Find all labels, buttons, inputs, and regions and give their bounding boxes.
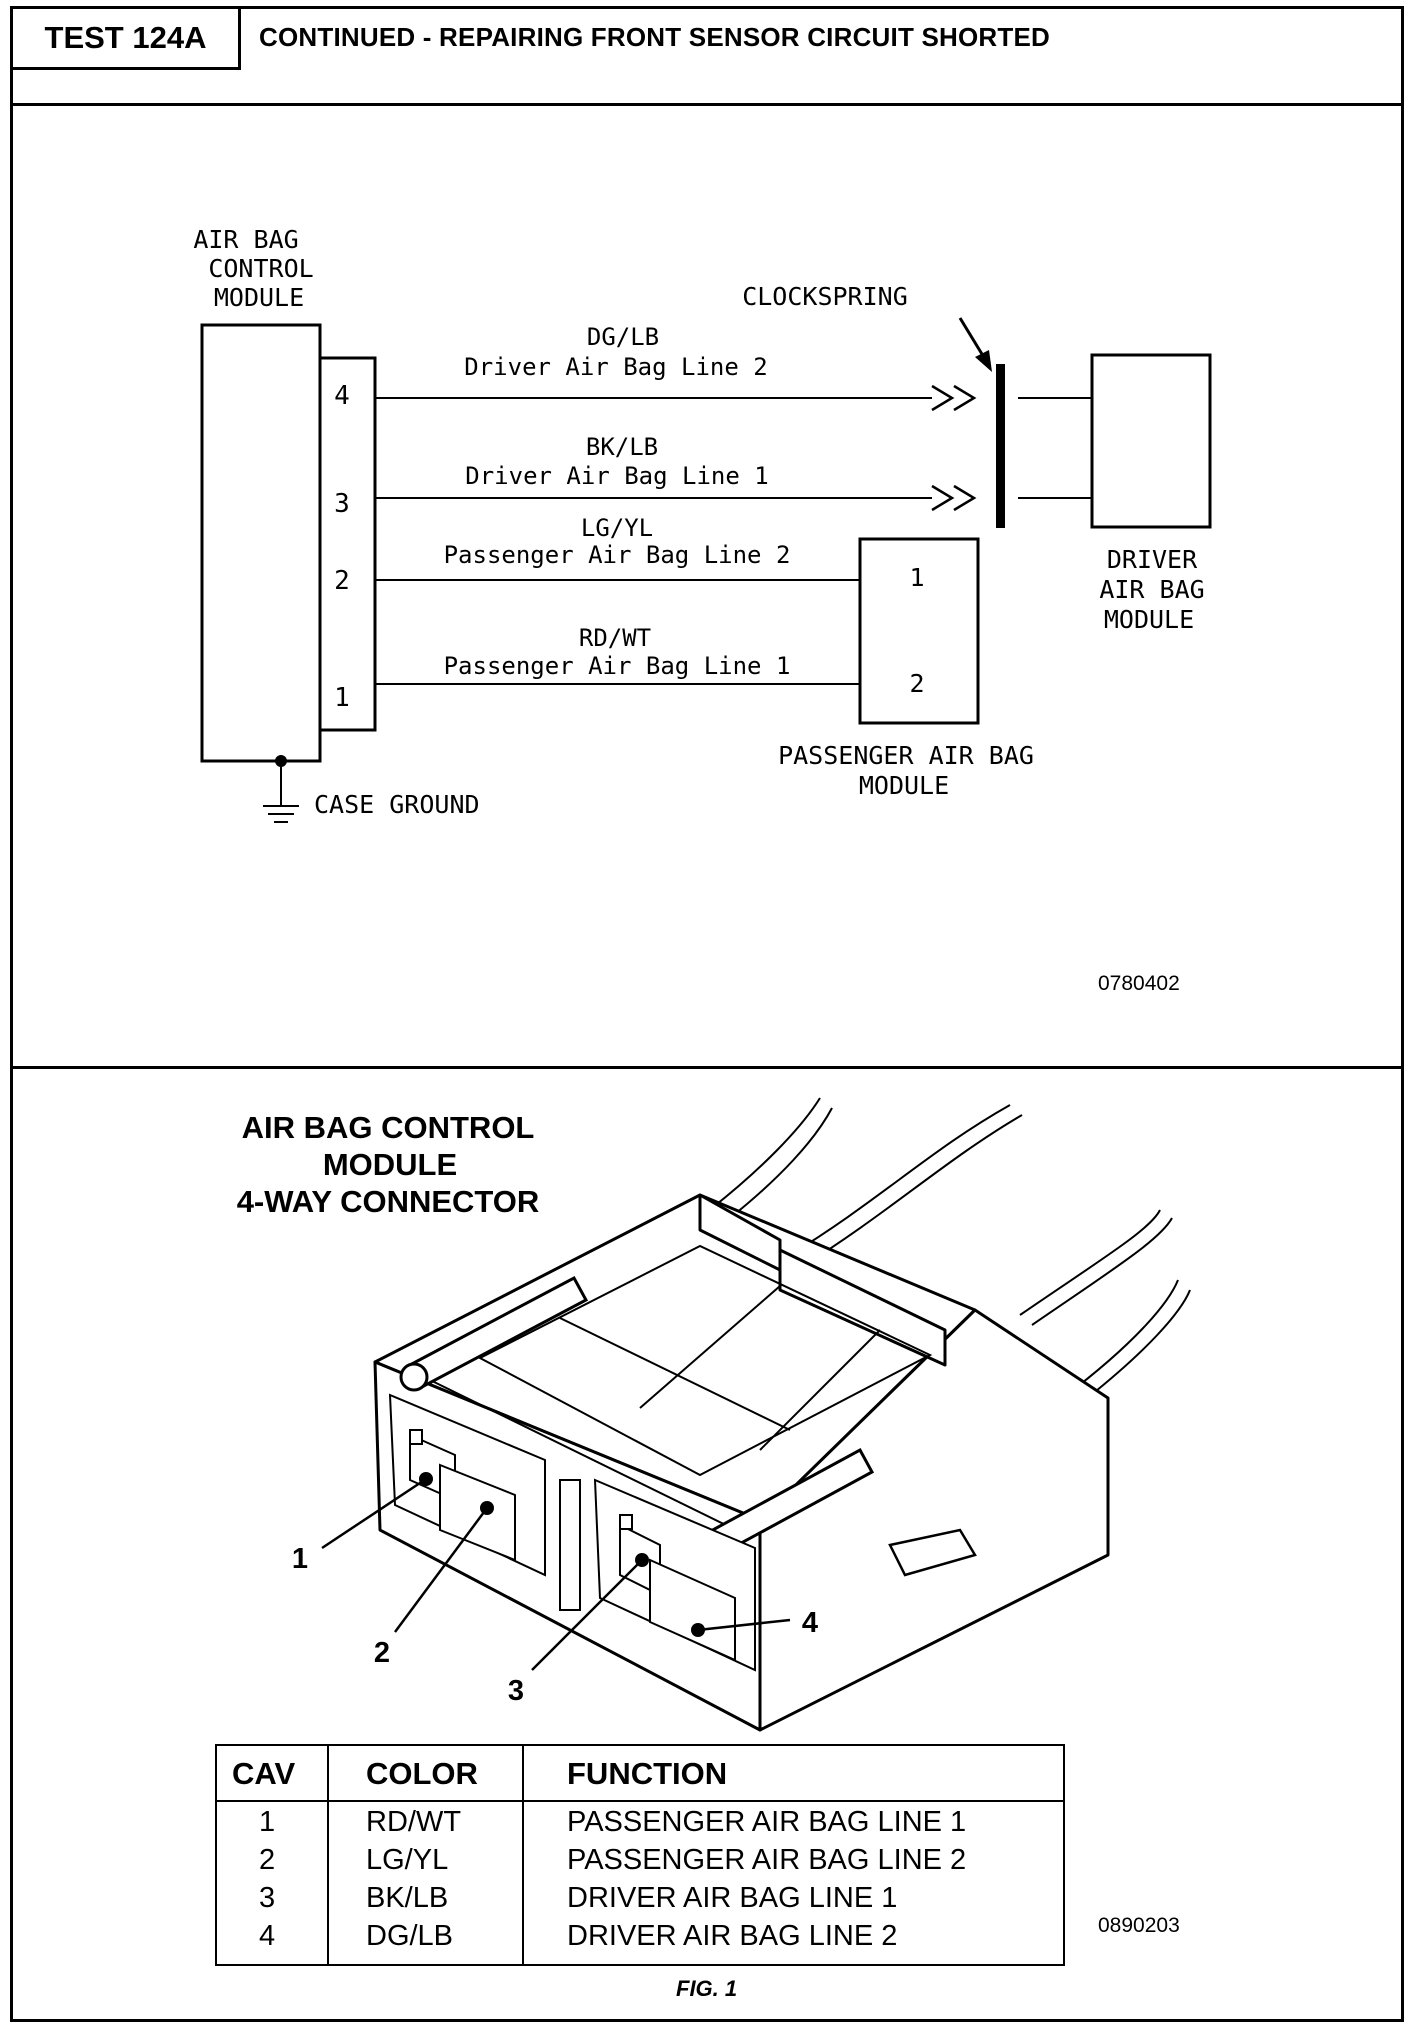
header-cav: CAV bbox=[232, 1756, 296, 1791]
test-id-box: TEST 124A bbox=[10, 6, 241, 70]
wire-color-label: LG/YL bbox=[581, 514, 653, 542]
row-color: RD/WT bbox=[366, 1806, 462, 1838]
driver-module-label-line: MODULE bbox=[1104, 605, 1194, 634]
wire-function-label: Passenger Air Bag Line 2 bbox=[444, 541, 791, 569]
figure-caption: FIG. 1 bbox=[676, 1976, 738, 2001]
driver-module-label-line: AIR BAG bbox=[1099, 575, 1204, 604]
ground-icon bbox=[263, 755, 299, 823]
callout-label: 1 bbox=[292, 1543, 308, 1575]
page-frame bbox=[10, 6, 1404, 2022]
driver-module-box bbox=[1090, 353, 1212, 529]
row-cav: 4 bbox=[259, 1920, 276, 1952]
callout-label: 2 bbox=[374, 1637, 390, 1669]
row-color: LG/YL bbox=[366, 1844, 449, 1876]
wire-color-label: RD/WT bbox=[579, 624, 651, 652]
callout-label: 4 bbox=[802, 1607, 818, 1639]
passenger-module-pin: 1 bbox=[909, 563, 924, 592]
arrow-icon bbox=[975, 350, 992, 372]
row-function: DRIVER AIR BAG LINE 2 bbox=[567, 1920, 898, 1952]
latch-tab bbox=[888, 1528, 977, 1577]
chevron-connector-icon bbox=[931, 384, 977, 512]
passenger-module-box bbox=[858, 537, 980, 725]
row-color: BK/LB bbox=[366, 1882, 449, 1914]
row-cav: 2 bbox=[259, 1844, 276, 1876]
control-module-connector bbox=[318, 356, 377, 732]
ground-label: CASE GROUND bbox=[314, 790, 480, 819]
module-pin-label: 1 bbox=[334, 683, 350, 713]
row-function: DRIVER AIR BAG LINE 1 bbox=[567, 1882, 898, 1914]
clockspring-bar bbox=[996, 364, 1005, 528]
connector-title-line: AIR BAG CONTROL bbox=[242, 1110, 535, 1145]
wire-function-label: Driver Air Bag Line 1 bbox=[465, 462, 768, 490]
header-color: COLOR bbox=[366, 1756, 478, 1791]
row-function: PASSENGER AIR BAG LINE 2 bbox=[567, 1844, 967, 1876]
center-slot bbox=[559, 1479, 581, 1611]
wire-color-label: DG/LB bbox=[587, 323, 659, 351]
wire-function-label: Passenger Air Bag Line 1 bbox=[444, 652, 791, 680]
row-function: PASSENGER AIR BAG LINE 1 bbox=[567, 1806, 967, 1838]
header-divider bbox=[10, 103, 1404, 106]
section-divider bbox=[10, 1066, 1404, 1069]
control-module-label-line: AIR BAG bbox=[193, 225, 298, 254]
header-function: FUNCTION bbox=[567, 1756, 728, 1791]
control-module-label-line: MODULE bbox=[214, 283, 304, 312]
harness-wires bbox=[711, 1097, 1191, 1411]
wire-color-label: BK/LB bbox=[586, 433, 658, 461]
passenger-module-pin: 2 bbox=[909, 669, 924, 698]
connector-title-line: 4-WAY CONNECTOR bbox=[237, 1184, 540, 1219]
connector-title-line: MODULE bbox=[323, 1147, 457, 1182]
row-color: DG/LB bbox=[366, 1920, 454, 1952]
row-cav: 1 bbox=[259, 1806, 276, 1838]
wire-function-label: Driver Air Bag Line 2 bbox=[464, 353, 767, 381]
connector-figure-code: 0890203 bbox=[1098, 1914, 1180, 1937]
module-pin-label: 4 bbox=[334, 381, 350, 411]
callout-label: 3 bbox=[508, 1675, 524, 1707]
row-cav: 3 bbox=[259, 1882, 276, 1914]
passenger-module-label-line: PASSENGER AIR BAG bbox=[778, 741, 1034, 770]
table-divider bbox=[327, 1746, 329, 1964]
driver-module-label-line: DRIVER bbox=[1107, 545, 1198, 574]
cavity-table: CAV COLOR FUNCTION 1 RD/WT PASSENGER AIR… bbox=[215, 1744, 1065, 1966]
test-id: TEST 124A bbox=[44, 20, 207, 55]
connector-illustration: AIR BAG CONTROL MODULE 4-WAY CONNECTOR bbox=[237, 1097, 1191, 1732]
control-module-label-line: CONTROL bbox=[208, 254, 313, 283]
control-module-box bbox=[200, 323, 322, 763]
page-title: CONTINUED - REPAIRING FRONT SENSOR CIRCU… bbox=[259, 22, 1050, 52]
passenger-module-label-line: MODULE bbox=[859, 771, 949, 800]
schematic-figure-code: 0780402 bbox=[1098, 972, 1180, 995]
cavity-group-left bbox=[388, 1393, 546, 1577]
cavity-table-header bbox=[217, 1746, 1063, 1802]
clockspring-label: CLOCKSPRING bbox=[742, 282, 908, 311]
wiring-schematic: AIR BAG CONTROL MODULE 4 3 2 1 DG/LB bbox=[193, 225, 1212, 995]
table-divider bbox=[522, 1746, 524, 1964]
connector-top-detail bbox=[429, 1244, 933, 1533]
callout-leader bbox=[321, 1477, 791, 1671]
module-pin-label: 3 bbox=[334, 489, 350, 519]
module-pin-label: 2 bbox=[334, 566, 350, 596]
